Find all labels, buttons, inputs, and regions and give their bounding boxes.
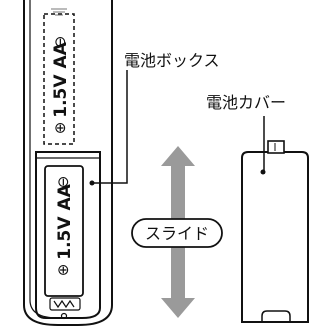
remote-body bbox=[23, 0, 113, 326]
battery-cover-label: 電池カバー bbox=[206, 93, 286, 112]
upper-battery-minus-icon: ⊖ bbox=[51, 36, 69, 49]
lower-battery bbox=[44, 165, 84, 297]
spring-contact bbox=[49, 297, 81, 320]
upper-battery-outline bbox=[43, 13, 75, 145]
lower-battery-minus-icon: ⊖ bbox=[54, 176, 72, 189]
slide-label-box bbox=[131, 218, 223, 248]
battery-box-leader bbox=[92, 70, 128, 184]
lower-battery-plus-icon: ⊕ bbox=[54, 264, 72, 277]
lower-battery-label: 1.5V AA bbox=[55, 183, 75, 259]
slide-label: スライド bbox=[145, 224, 209, 243]
battery-cover bbox=[241, 140, 309, 323]
upper-battery-label: 1.5V AA bbox=[51, 41, 71, 117]
battery-compartment bbox=[35, 151, 101, 319]
upper-battery-top-mark bbox=[51, 8, 67, 16]
battery-box-label: 電池ボックス bbox=[124, 51, 220, 70]
upper-battery-plus-icon: ⊕ bbox=[51, 122, 69, 135]
battery-box-leader-dot bbox=[89, 180, 95, 186]
